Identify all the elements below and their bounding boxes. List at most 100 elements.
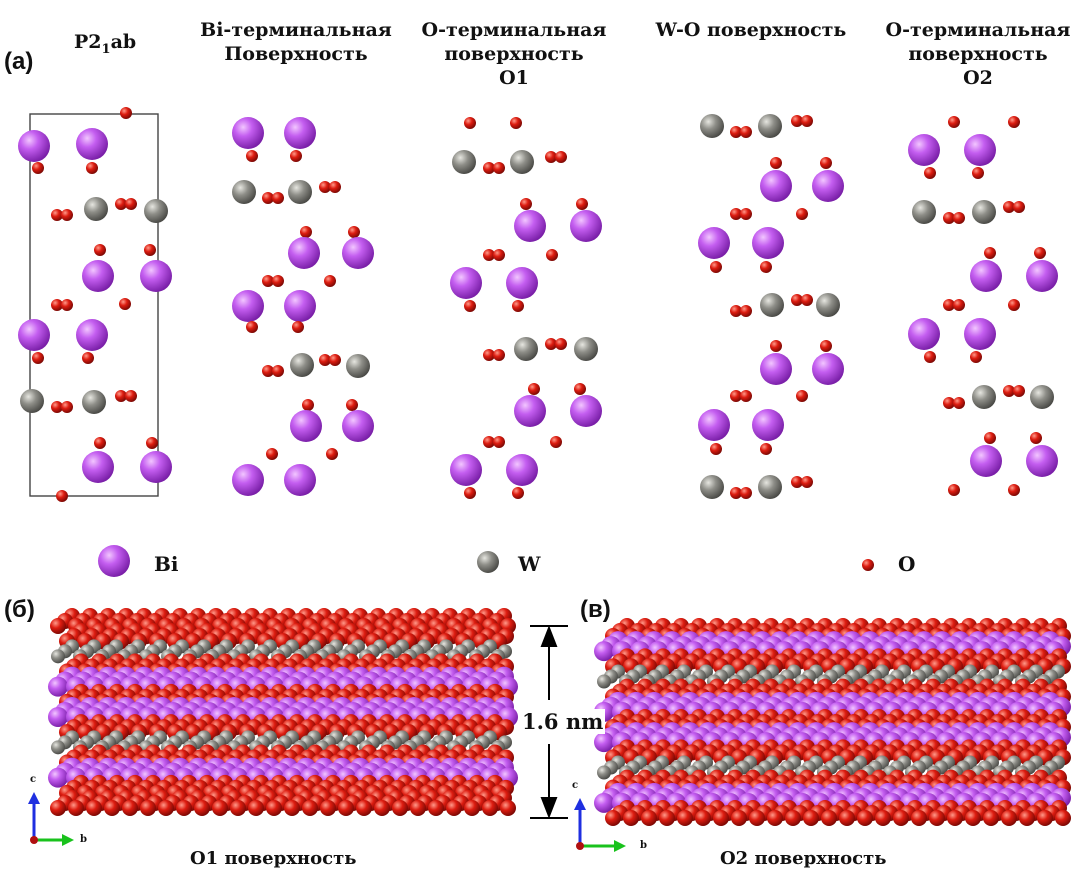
o-slab-atom <box>821 810 837 826</box>
w-atom <box>144 199 168 223</box>
o-atom <box>326 448 338 460</box>
o-slab-atom <box>428 800 444 816</box>
bi-atom <box>284 464 316 496</box>
o-atom <box>520 198 532 210</box>
w-atom <box>912 200 936 224</box>
legend-bi-atom <box>98 545 130 577</box>
o-atom <box>319 181 331 193</box>
title-line: W-O поверхность <box>655 19 847 41</box>
o-atom <box>464 117 476 129</box>
o-atom <box>801 115 813 127</box>
o-slab-atom <box>623 810 639 826</box>
o-slab-atom <box>677 810 693 826</box>
title-line: O2 <box>963 67 993 89</box>
o-atom <box>119 298 131 310</box>
bi-atom <box>284 117 316 149</box>
o-atom <box>740 487 752 499</box>
o-atom <box>924 167 936 179</box>
bi-atom <box>1026 260 1058 292</box>
w-atom <box>758 114 782 138</box>
o-atom <box>546 249 558 261</box>
o-atom <box>972 167 984 179</box>
o-slab-atom <box>464 800 480 816</box>
o-atom <box>970 351 982 363</box>
o-atom <box>144 244 156 256</box>
slab-o2-surface <box>594 618 1071 826</box>
o-atom <box>86 162 98 174</box>
title-line: Bi-терминальная <box>200 19 392 41</box>
o-slab-atom <box>86 800 102 816</box>
o-atom <box>770 157 782 169</box>
o-slab-atom <box>374 800 390 816</box>
bi-atom <box>506 267 538 299</box>
o-slab-atom <box>482 800 498 816</box>
bi-atom <box>450 454 482 486</box>
w-atom <box>290 353 314 377</box>
o-slab-atom <box>1037 810 1053 826</box>
o-atom <box>760 443 772 455</box>
w-atom <box>232 180 256 204</box>
bi-atom <box>450 267 482 299</box>
title-line: Поверхность <box>224 43 368 65</box>
bi-slab-atom <box>48 767 68 788</box>
o-atom <box>94 437 106 449</box>
o-atom <box>512 300 524 312</box>
column-title-bi-terminal: Bi-терминальная Поверхность <box>196 18 396 66</box>
o-atom <box>493 436 505 448</box>
o-atom <box>493 162 505 174</box>
o-atom <box>493 349 505 361</box>
w-atom <box>288 180 312 204</box>
legend-label-o: O <box>898 552 916 576</box>
o-atom <box>120 107 132 119</box>
axis-label-b-b: b <box>80 834 87 845</box>
o-atom <box>115 390 127 402</box>
o-slab-atom <box>929 810 945 826</box>
o-atom <box>770 340 782 352</box>
bi-atom <box>18 319 50 351</box>
bi-atom <box>752 409 784 441</box>
o-atom <box>555 151 567 163</box>
o-atom <box>730 390 742 402</box>
o-atom <box>791 115 803 127</box>
o-atom <box>791 294 803 306</box>
o-atom <box>740 208 752 220</box>
o-atom <box>272 365 284 377</box>
o-atom <box>948 484 960 496</box>
o-atom <box>545 338 557 350</box>
o-atom <box>272 275 284 287</box>
o-slab-atom <box>857 810 873 826</box>
o-slab-atom <box>893 810 909 826</box>
o-atom <box>943 397 955 409</box>
o-atom <box>292 321 304 333</box>
o-atom <box>740 126 752 138</box>
o-atom <box>262 192 274 204</box>
o-slab-atom <box>410 800 426 816</box>
o-slab-atom <box>446 800 462 816</box>
o-slab-atom <box>50 800 66 816</box>
o-slab-atom <box>68 800 84 816</box>
o-atom <box>266 448 278 460</box>
o-atom <box>943 212 955 224</box>
w-atom <box>972 385 996 409</box>
bi-atom <box>514 210 546 242</box>
o-atom <box>32 162 44 174</box>
o-slab-atom <box>104 800 120 816</box>
o-atom <box>262 365 274 377</box>
column-title-p21ab: P21ab <box>74 30 136 62</box>
o-slab-atom <box>749 810 765 826</box>
bi-atom <box>698 227 730 259</box>
o-atom <box>730 487 742 499</box>
title-line: поверхность <box>444 43 584 65</box>
o-slab-atom <box>803 810 819 826</box>
bi-atom <box>760 353 792 385</box>
o-slab-atom <box>965 810 981 826</box>
o-slab-atom <box>641 810 657 826</box>
o-atom <box>1003 201 1015 213</box>
o-atom <box>493 249 505 261</box>
o-atom <box>1030 432 1042 444</box>
o-slab-atom <box>911 810 927 826</box>
w-atom <box>82 390 106 414</box>
w-atom <box>760 293 784 317</box>
o-atom <box>483 162 495 174</box>
o-atom <box>94 244 106 256</box>
